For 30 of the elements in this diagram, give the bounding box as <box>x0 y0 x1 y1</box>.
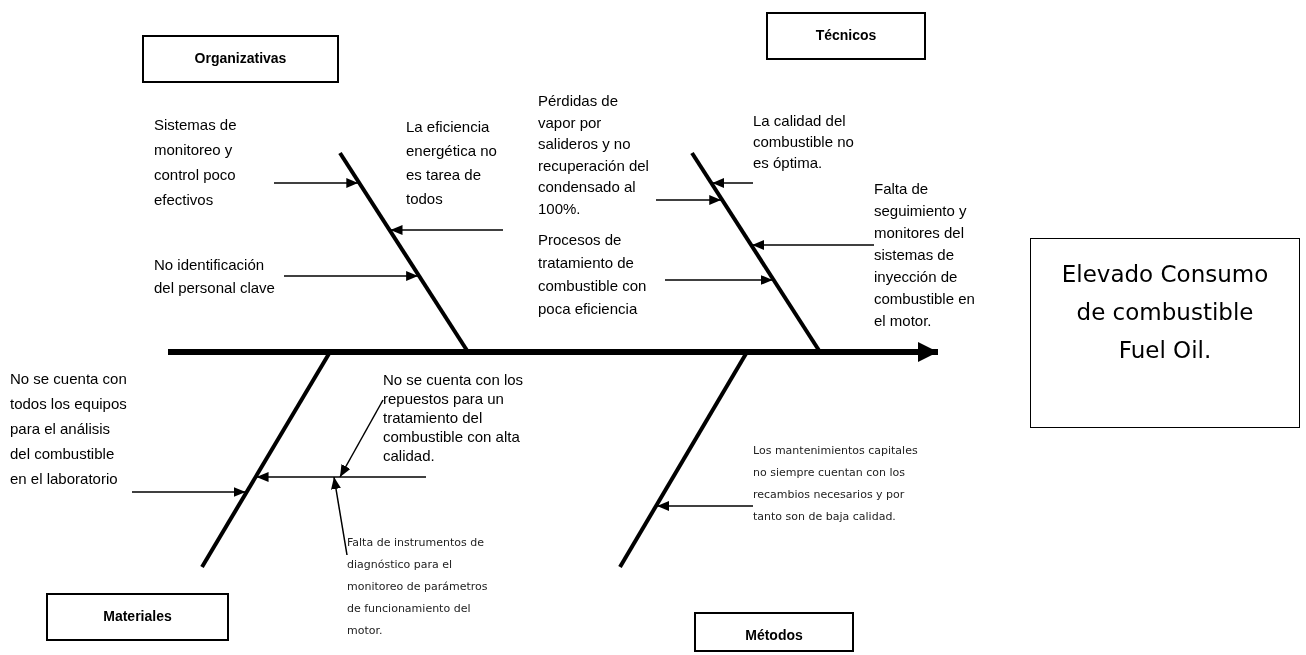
category-box: Materiales <box>46 593 229 641</box>
category-box: Técnicos <box>766 12 926 60</box>
arrow <box>339 399 384 478</box>
cause-text: Los mantenimientos capitales no siempre cuentan con los recambios necesarios y por tanto son de baja calidad. <box>753 440 933 528</box>
arrow <box>664 275 774 285</box>
category-box: Organizativas <box>142 35 339 83</box>
effect-box: Elevado Consumo de combustible Fuel Oil. <box>1030 238 1300 428</box>
arrow <box>283 271 419 281</box>
cause-text: La calidad del combustible no es óptima. <box>753 110 870 187</box>
cause-text: Procesos de tratamiento de combustible con poca eficiencia <box>538 228 665 320</box>
cause-text: Falta de instrumentos de diagnóstico para el monitoreo de parámetros de funcionamiento del motor. <box>347 532 499 642</box>
arrow <box>656 501 754 511</box>
cause-text: No se cuenta con los repuestos para un tratamiento del combustible con alta calidad. <box>383 370 535 465</box>
spine-arrow <box>168 342 938 362</box>
category-box: Métodos <box>694 612 854 652</box>
arrow <box>655 195 722 205</box>
cause-text: No identificación del personal clave <box>154 253 284 299</box>
sub-branch-line <box>289 476 427 478</box>
arrow <box>331 476 348 556</box>
arrow <box>389 225 504 235</box>
cause-text: Falta de seguimiento y monitores del sistemas de inyección de combustible en el motor. <box>874 178 986 332</box>
arrow <box>273 178 360 188</box>
cause-text: Pérdidas de vapor por salideros y no recuperación del condensado al 100%. <box>538 90 656 219</box>
arrow <box>131 487 247 497</box>
cause-text: No se cuenta con todos los equipos para el análisis del combustible en el laboratorio <box>10 366 132 491</box>
cause-text: La eficiencia energética no es tarea de todos <box>406 115 510 230</box>
arrow <box>751 240 875 250</box>
cause-text: Sistemas de monitoreo y control poco efectivos <box>154 112 274 212</box>
arrow <box>711 178 754 188</box>
arrow <box>255 472 291 482</box>
